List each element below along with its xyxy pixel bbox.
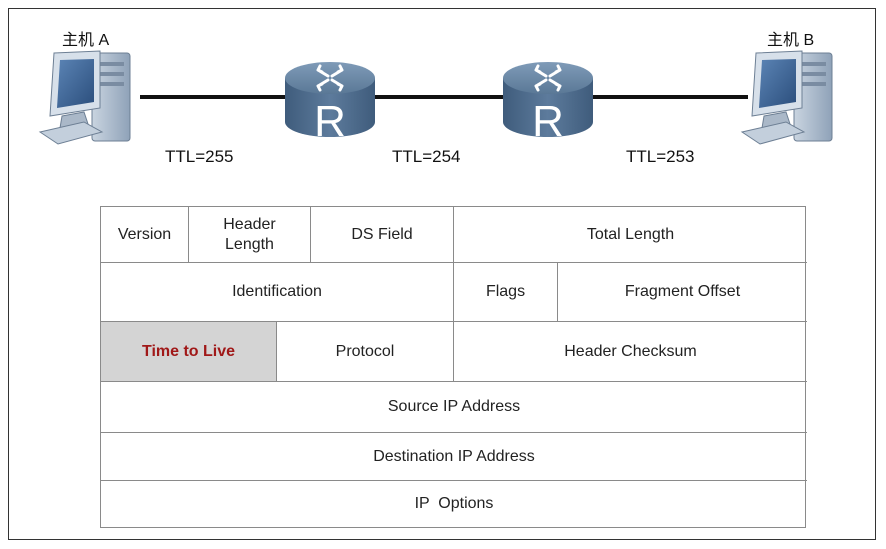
network-topology: R R [38, 50, 833, 146]
ttl-label: TTL=255 [165, 147, 234, 166]
router-letter: R [532, 97, 564, 146]
router-icon: R [503, 62, 593, 146]
field-identification: Identification [101, 263, 454, 322]
field-source-ip: Source IP Address [101, 382, 807, 433]
field-total-length: Total Length [454, 207, 807, 263]
field-header-length: Header Length [189, 207, 311, 263]
router-icon: R [285, 62, 375, 146]
field-time-to-live: Time to Live [101, 322, 277, 382]
field-version: Version [101, 207, 189, 263]
computer-icon [38, 50, 131, 145]
computer-icon [740, 50, 833, 145]
field-ds-field: DS Field [311, 207, 454, 263]
host-a-label: 主机 A [62, 32, 110, 49]
field-ip-options: IP Options [414, 495, 494, 512]
ttl-label: TTL=253 [626, 147, 695, 166]
field-protocol: Protocol [277, 322, 454, 382]
field-header-checksum: Header Checksum [454, 322, 807, 382]
field-destination-ip: Destination IP Address [101, 433, 807, 481]
router-letter: R [314, 97, 346, 146]
ttl-label: TTL=254 [392, 147, 461, 166]
field-flags: Flags [454, 263, 558, 322]
host-b-label: 主机 B [767, 32, 815, 49]
field-fragment-offset: Fragment Offset [558, 263, 807, 322]
ip-header-table: Version Header Length DS Field Total Len… [100, 206, 807, 528]
